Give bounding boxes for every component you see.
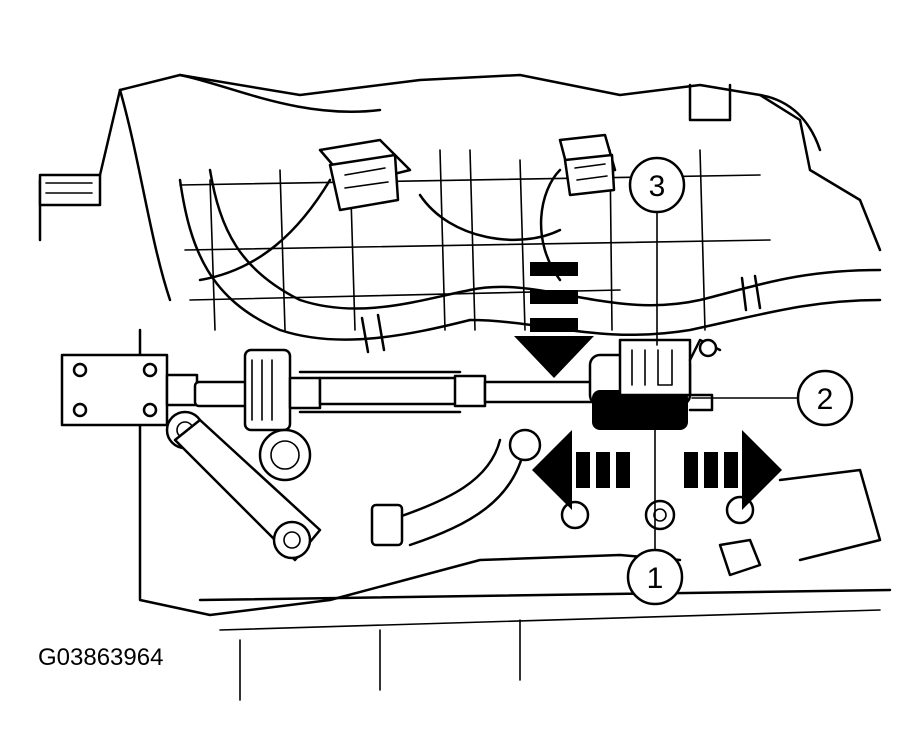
hoses <box>178 168 882 547</box>
quick-connect-coupling <box>588 338 722 430</box>
figure-code: G03863964 <box>38 644 163 671</box>
lower-fasteners <box>560 495 762 577</box>
release-left-arrow <box>532 430 630 510</box>
callout-1: 1 <box>626 548 684 606</box>
svg-text:2: 2 <box>817 383 834 416</box>
callout-2: 2 <box>796 369 854 427</box>
svg-text:1: 1 <box>647 562 664 595</box>
leader-lines <box>654 209 799 556</box>
release-right-arrow <box>684 430 782 510</box>
fuel-rail <box>193 348 597 482</box>
push-down-arrow <box>514 262 594 378</box>
harness-connector-right <box>558 133 617 197</box>
coupling-release-collar <box>592 390 688 430</box>
harness-connector-left <box>318 138 412 212</box>
callout-3: 3 <box>628 156 686 214</box>
mounting-block <box>60 353 322 562</box>
svg-text:3: 3 <box>649 170 666 203</box>
